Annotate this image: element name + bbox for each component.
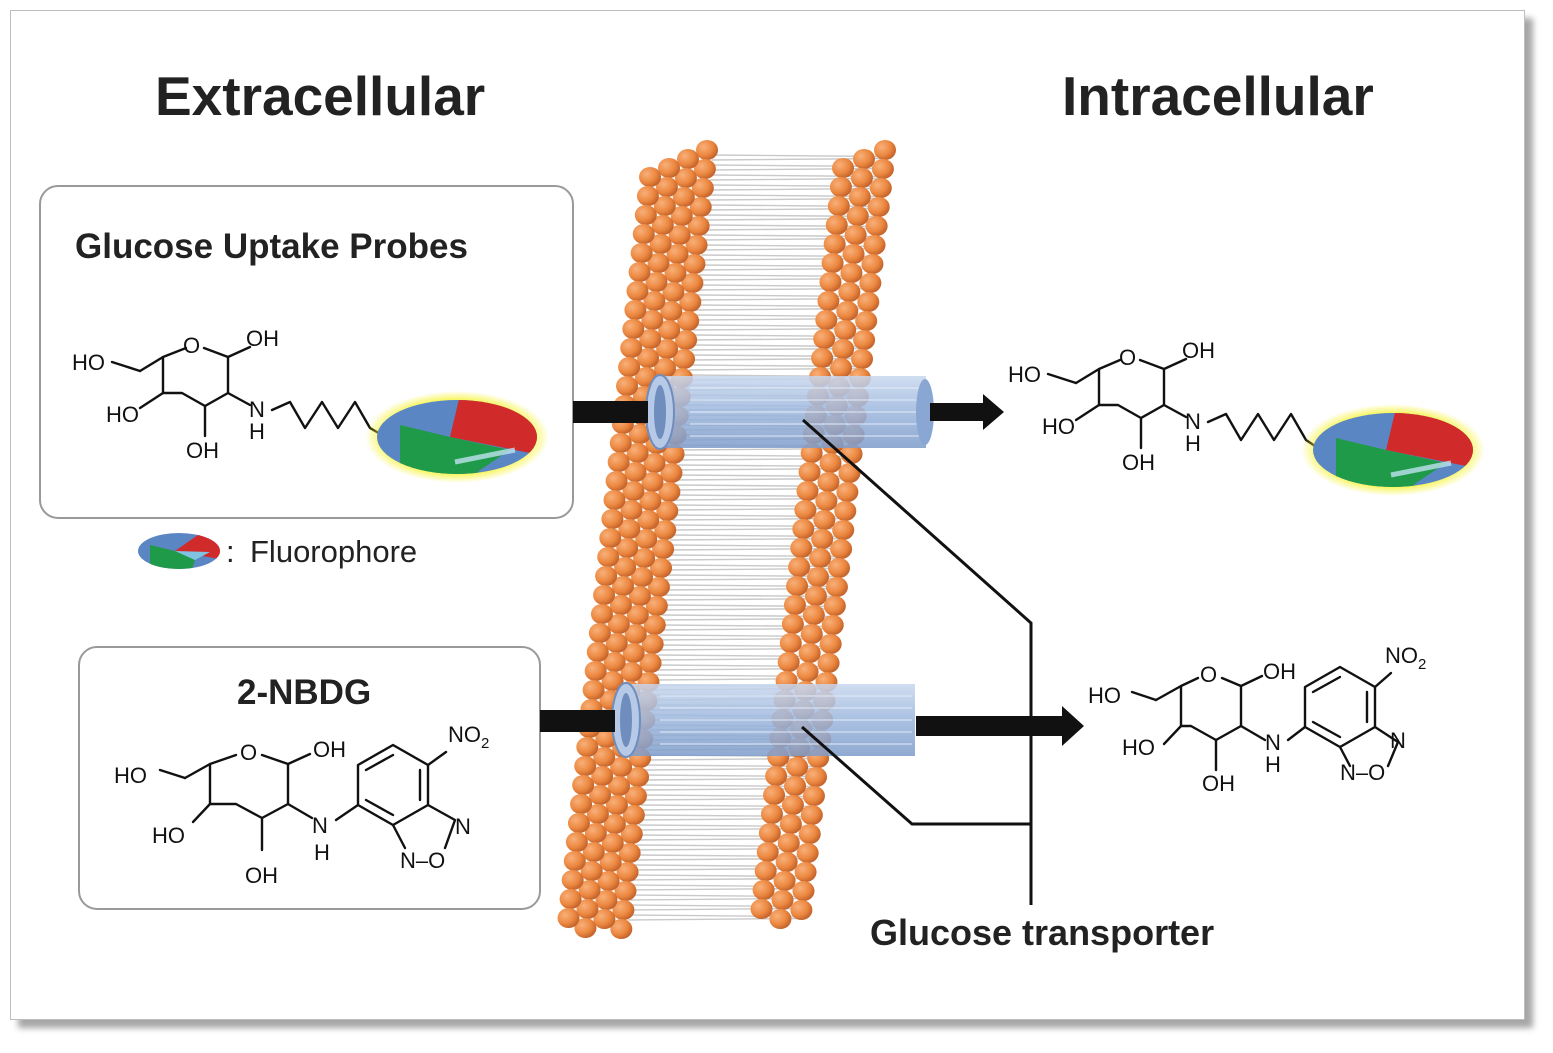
ring-o-label: O: [1200, 662, 1217, 687]
legend-separator: :: [226, 534, 235, 569]
fluorophore-label: Fluorophore: [250, 534, 417, 569]
ring-o-label: O: [1119, 345, 1136, 370]
h-label: H: [314, 840, 330, 865]
oh-label: OH: [1263, 659, 1296, 684]
nbdg-entry-bar: [540, 710, 615, 732]
oh-label: OH: [1122, 450, 1155, 475]
h-label: H: [249, 419, 265, 444]
probe-box-title: Glucose Uptake Probes: [75, 227, 468, 266]
nbdg-exit-arrow: [916, 706, 1084, 746]
nbdg-box: [78, 646, 541, 910]
oh-label: OH: [245, 863, 278, 888]
n-label: N: [312, 813, 328, 838]
nitro-label: NO2: [1385, 643, 1426, 673]
h-label: H: [1185, 431, 1201, 456]
n-label: N: [1185, 409, 1201, 434]
ho-label: HO: [72, 350, 105, 375]
oh-label: OH: [1202, 771, 1235, 796]
ho-label: HO: [1122, 735, 1155, 760]
probe-structure-intracellular: HO O OH HO OH N H: [1008, 338, 1485, 496]
extracellular-heading: Extracellular: [155, 65, 485, 127]
oh-label: OH: [246, 326, 279, 351]
ho-label: HO: [1088, 683, 1121, 708]
n-label: N: [1265, 730, 1281, 755]
ring-o-label: O: [183, 333, 200, 358]
nitro-label: NO2: [448, 722, 489, 752]
uptake-arrows: [540, 394, 1084, 746]
nbdg-structure-extracellular: HO O OH HO OH N H NO2 N N–O: [114, 722, 489, 888]
probe-entry-bar: [573, 401, 648, 423]
oxadiazole-n-label: N: [1390, 728, 1406, 753]
oh-label: OH: [313, 737, 346, 762]
probe-structure-extracellular: HO O OH HO OH N H: [72, 326, 549, 483]
n-label: N: [249, 397, 265, 422]
oxadiazole-no-label: N–O: [400, 848, 445, 873]
glucose-transporter-top: [645, 374, 934, 450]
ho-label: HO: [114, 763, 147, 788]
lipid-heads: [557, 140, 896, 939]
ho-label: HO: [1042, 414, 1075, 439]
ho-label: HO: [152, 823, 185, 848]
ring-o-label: O: [240, 740, 257, 765]
transporter-label: Glucose transporter: [870, 912, 1214, 953]
ho-label: HO: [106, 402, 139, 427]
ho-label: HO: [1008, 362, 1041, 387]
oxadiazole-n-label: N: [455, 814, 471, 839]
nbdg-structure-intracellular: HO O OH HO OH N H NO2 N N–O: [1088, 643, 1426, 796]
oh-label: OH: [1182, 338, 1215, 363]
glucose-transporter-bottom: [611, 682, 915, 758]
transporter-leader-lines: [801, 418, 1033, 905]
h-label: H: [1265, 752, 1281, 777]
fluorophore-legend-icon: [138, 533, 220, 569]
probe-exit-arrow: [930, 394, 1004, 430]
lipid-bilayer-membrane: [557, 140, 896, 939]
oh-label: OH: [186, 438, 219, 463]
intracellular-heading: Intracellular: [1062, 65, 1374, 127]
oxadiazole-no-label: N–O: [1340, 760, 1385, 785]
nbdg-box-title: 2-NBDG: [237, 673, 371, 712]
